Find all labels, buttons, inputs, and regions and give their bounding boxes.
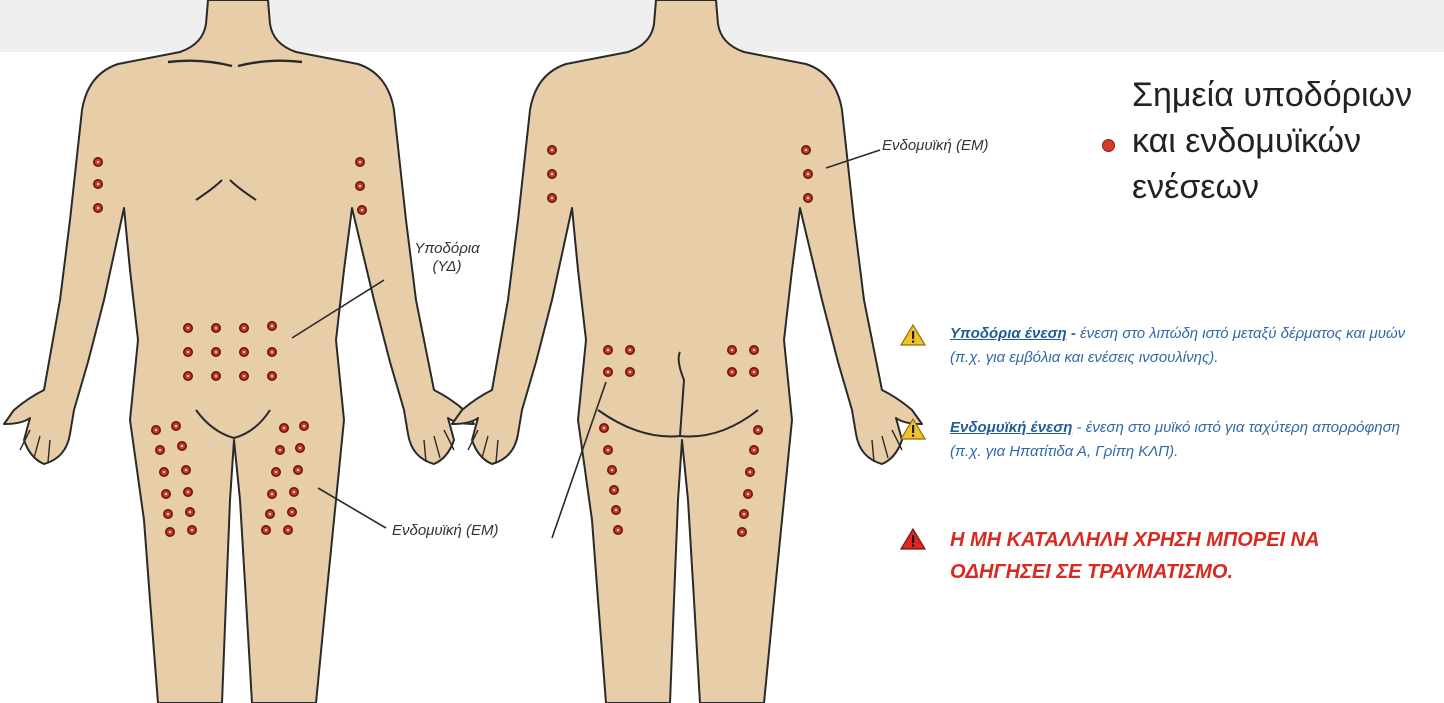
note-term-subcutaneous: Υποδόρια ένεση: [950, 325, 1067, 342]
front-arm-dots-left: [94, 158, 102, 212]
note-term-intramuscular: Ενδομυϊκή ένεση: [950, 419, 1072, 436]
danger-triangle-icon: [900, 528, 926, 550]
back-body-figure: [452, 0, 922, 703]
warning-triangle-icon: [900, 324, 926, 346]
title-line-1: Σημεία υποδόριων: [1132, 72, 1412, 118]
note-separator: -: [1067, 325, 1080, 342]
subcutaneous-label-line2: (ΥΔ): [433, 258, 462, 275]
warning-triangle-icon: [900, 418, 926, 440]
intramuscular-label: Ενδομυϊκή (ΕΜ): [392, 522, 498, 539]
note-subcutaneous: Υποδόρια ένεση - ένεση στο λιπώδη ιστό μ…: [900, 322, 1420, 370]
note-intramuscular: Ενδομυϊκή ένεση - ένεση στο μυϊκό ιστό γ…: [900, 416, 1420, 464]
front-body-figure: [4, 0, 474, 703]
alert-line-1: Η ΜΗ ΚΑΤΑΛΛΗΛΗ ΧΡΗΣΗ ΜΠΟΡΕΙ ΝΑ: [900, 524, 1420, 556]
intramuscular-arm-label: Ενδομυϊκή (ΕΜ): [882, 137, 988, 154]
title-line-3: ενέσεων: [1132, 164, 1412, 210]
injury-warning: Η ΜΗ ΚΑΤΑΛΛΗΛΗ ΧΡΗΣΗ ΜΠΟΡΕΙ ΝΑ ΟΔΗΓΗΣΕΙ …: [900, 524, 1420, 588]
subcutaneous-label: Υποδόρια (ΥΔ): [412, 240, 482, 276]
title-line-2: και ενδομυϊκών: [1132, 118, 1412, 164]
page-title: Σημεία υποδόριων και ενδομυϊκών ενέσεων: [1132, 72, 1412, 210]
title-bullet-icon: [1102, 139, 1115, 152]
subcutaneous-label-line1: Υποδόρια: [414, 240, 479, 257]
note-separator: -: [1072, 419, 1085, 436]
alert-line-2: ΟΔΗΓΗΣΕΙ ΣΕ ΤΡΑΥΜΑΤΙΣΜΟ.: [900, 556, 1420, 588]
front-body-outline: [4, 0, 474, 703]
back-body-outline: [452, 0, 922, 703]
